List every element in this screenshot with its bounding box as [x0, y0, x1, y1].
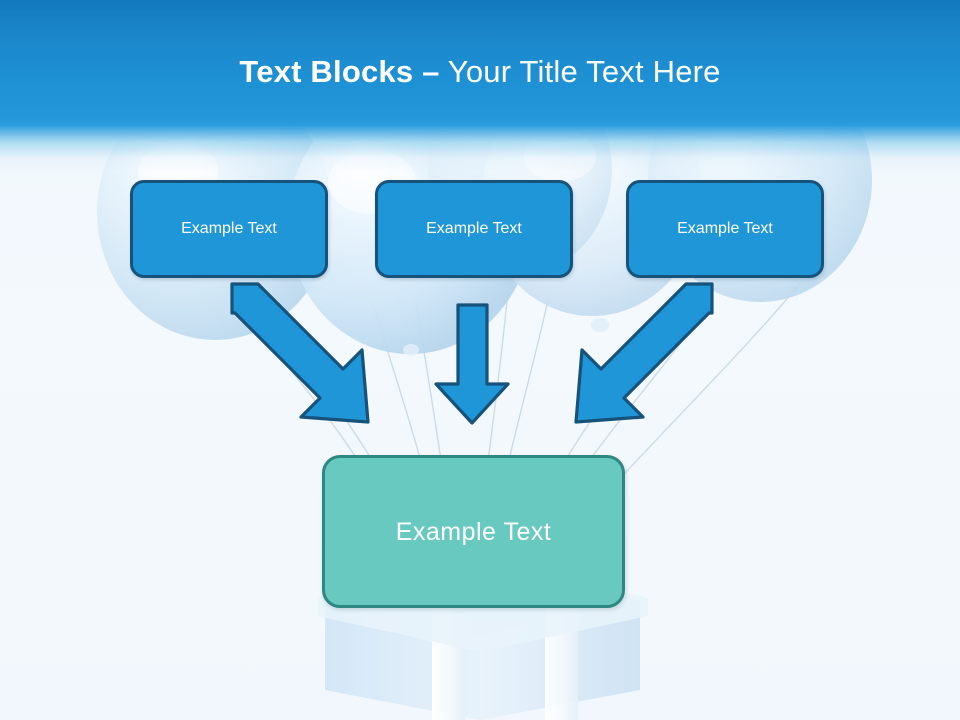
text-block-2[interactable]: Example Text [375, 180, 573, 278]
text-block-1[interactable]: Example Text [130, 180, 328, 278]
balloon-knot [403, 344, 419, 356]
page-title: Text Blocks – Your Title Text Here [0, 52, 960, 92]
text-block-3-label: Example Text [677, 220, 773, 237]
arrow-middle-vertical [434, 303, 510, 425]
page-title-bold: Text Blocks – [239, 54, 440, 89]
text-block-3[interactable]: Example Text [626, 180, 824, 278]
page-title-regular: Your Title Text Here [439, 54, 721, 89]
balloon-knot [591, 318, 609, 332]
arrow-right-diagonal [574, 282, 714, 424]
result-text-block-label: Example Text [395, 517, 552, 546]
text-block-2-label: Example Text [426, 220, 522, 237]
result-text-block[interactable]: Example Text [322, 455, 625, 608]
arrow-left-diagonal [230, 282, 370, 424]
text-block-1-label: Example Text [181, 220, 277, 237]
title-band [0, 0, 960, 126]
